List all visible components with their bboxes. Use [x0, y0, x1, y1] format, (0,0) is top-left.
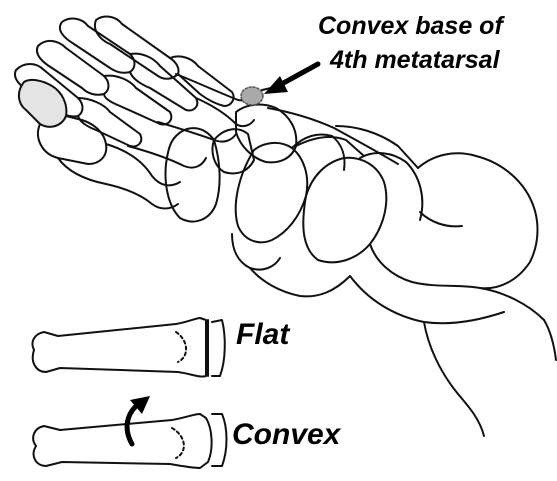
flat-bone-illustration: [32, 318, 224, 377]
4th-metatarsal-base-highlight: [241, 87, 263, 105]
callout-label-line1: Convex base of: [318, 12, 503, 41]
flat-label: Flat: [236, 318, 289, 352]
convex-label: Convex: [232, 418, 340, 452]
toe-bones: [15, 17, 234, 164]
curved-arrow: [127, 396, 150, 444]
navicular-talus: [303, 153, 537, 288]
tarsal-bones: [166, 105, 364, 270]
callout-label-line2: 4th metatarsal: [330, 46, 500, 75]
calcaneus: [250, 108, 556, 436]
callout-arrow: [264, 64, 318, 94]
